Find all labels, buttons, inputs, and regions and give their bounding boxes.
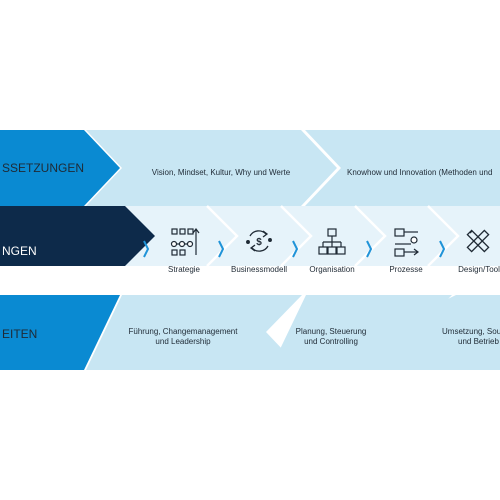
step-design-tool: Design/Tool	[458, 229, 500, 274]
top-cell-1	[86, 130, 337, 206]
middle-row-header	[0, 206, 155, 266]
top-cell-1-text: Vision, Mindset, Kultur, Why und Werte	[152, 168, 291, 177]
middle-row-label: NGEN	[2, 244, 37, 258]
top-cell-2-text: Knowhow und Innovation (Methoden und	[347, 168, 492, 177]
step-separator	[206, 205, 239, 267]
pencil-ruler-icon	[466, 229, 490, 253]
step-label: Prozesse	[389, 265, 423, 274]
step-separator	[280, 205, 313, 267]
bottom-cell-2-text: Planung, Steuerung	[296, 327, 367, 336]
bottom-row-label: EITEN	[2, 327, 37, 341]
process-flow-icon	[394, 228, 419, 257]
arrow-icon	[143, 240, 150, 258]
step-separator	[427, 205, 460, 267]
step-businessmodell: $ Businessmodell	[231, 230, 287, 274]
bottom-cell-3-text: Umsetzung, Sou	[442, 327, 500, 336]
currency-cycle-icon	[246, 230, 272, 252]
step-prozesse: Prozesse	[389, 228, 423, 274]
org-chart-icon	[318, 228, 346, 255]
step-label: Design/Tool	[458, 265, 500, 274]
bottom-cell-1-text: und Leadership	[155, 337, 211, 346]
bottom-row: EITEN Führung, Changemanagement und Lead…	[0, 295, 500, 370]
top-row-label: SSETZUNGEN	[2, 161, 84, 175]
step-separator	[354, 205, 387, 267]
chevron-icon	[218, 240, 225, 258]
dollar-glyph: $	[256, 237, 262, 248]
chevron-icon	[292, 240, 299, 258]
top-row: SSETZUNGEN Vision, Mindset, Kultur, Why …	[0, 130, 500, 206]
chevron-icon	[366, 240, 373, 258]
top-row-header	[0, 130, 120, 206]
bottom-row-header	[0, 295, 120, 370]
middle-row: NGEN Strategie	[0, 205, 500, 274]
step-organisation: Organisation	[309, 228, 355, 274]
step-label: Businessmodell	[231, 265, 287, 274]
bottom-cell-1-text: Führung, Changemanagement	[129, 327, 239, 336]
step-strategie: Strategie	[168, 228, 201, 274]
step-label: Strategie	[168, 265, 201, 274]
chevron-icon	[439, 240, 446, 258]
bottom-cell-2-text: und Controlling	[304, 337, 358, 346]
bottom-cell-1	[86, 295, 302, 370]
step-label: Organisation	[309, 265, 354, 274]
bottom-cell-3	[380, 295, 500, 370]
bottom-cell-3-text: und Betrieb	[458, 337, 499, 346]
top-cell-2	[305, 130, 500, 206]
strategy-grid-icon	[170, 228, 200, 256]
